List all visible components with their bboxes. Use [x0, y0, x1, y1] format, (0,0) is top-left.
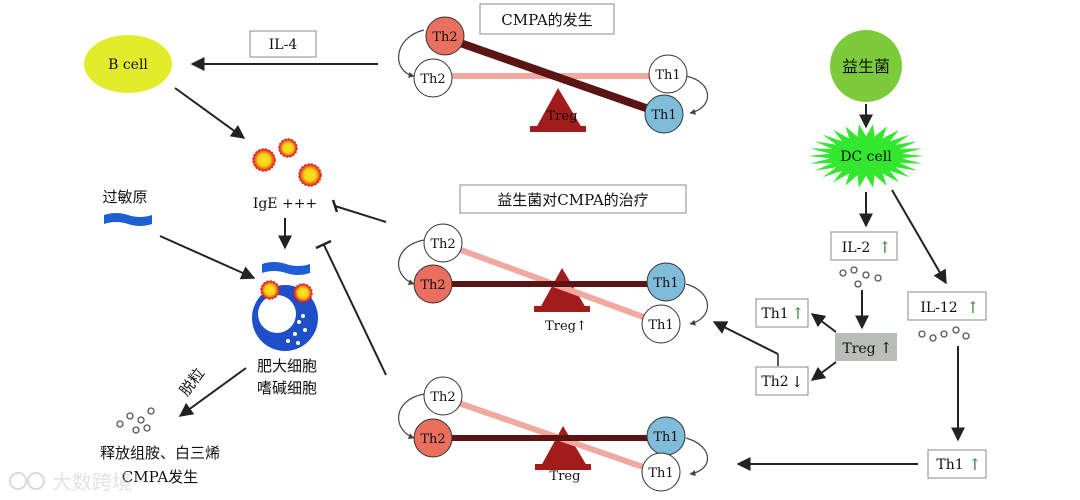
th1-node-bottom-b	[641, 452, 681, 492]
svg-text:Th2: Th2	[420, 432, 445, 447]
svg-text:Th2: Th2	[430, 390, 455, 405]
treg-label-top: Treg	[547, 109, 578, 124]
mast-cell-label: 肥大细胞	[257, 357, 317, 375]
il4-box	[249, 30, 317, 58]
arrow-bcell-to-ige	[174, 87, 246, 139]
th2-node-top-b	[413, 58, 453, 98]
th2-down-arrow: ↓	[791, 373, 804, 391]
th2-down-box	[755, 366, 809, 396]
th2-node-middle-a	[423, 223, 463, 263]
granules	[116, 407, 155, 434]
svg-text:Th1: Th1	[648, 466, 673, 481]
th1-bottom-label: Th1	[936, 457, 963, 473]
th1-up-arrow: ↑	[791, 304, 804, 323]
fulcrum-bottom	[541, 426, 587, 466]
inhibit-middle	[334, 205, 387, 223]
cycle-arrow-top-left	[398, 29, 425, 78]
treg-box	[835, 333, 897, 361]
b-cell-node	[84, 35, 172, 93]
arrow-treg-to-th1	[810, 313, 837, 333]
title-top-box	[479, 3, 615, 35]
arrow-treg-to-th2	[810, 361, 837, 381]
treg-label-bottom: Treg	[550, 469, 581, 484]
th2-down-label: Th2	[761, 374, 788, 390]
il4-label: IL-4	[269, 37, 298, 53]
probiotics-node	[830, 30, 902, 102]
svg-text:Th1: Th1	[653, 430, 678, 445]
watermark: 大数跨境	[9, 470, 132, 494]
th1-node-middle-a	[646, 262, 686, 302]
arrow-degranulation	[178, 367, 247, 417]
ige-label: IgE +++	[253, 196, 317, 212]
th2-node-bottom-b	[413, 418, 453, 458]
svg-text:Th1: Th1	[651, 108, 676, 123]
beam-light-bottom	[449, 397, 647, 471]
b-cell-label: B cell	[108, 57, 148, 73]
cycle-arrow-top-right	[685, 75, 709, 115]
svg-text:Th1: Th1	[648, 318, 673, 333]
basophil-label: 嗜碱细胞	[257, 379, 317, 397]
beam-dark-top	[444, 34, 662, 117]
svg-text:Th2: Th2	[430, 237, 455, 252]
watermark-text: 大数跨境	[52, 470, 132, 494]
allergen-shape	[104, 213, 152, 226]
degranulation-label: 脱粒	[176, 365, 208, 400]
th1-up-box	[755, 298, 809, 328]
arrow-dc-to-il12	[891, 189, 947, 285]
th1-node-top-a	[648, 54, 688, 94]
title-top: CMPA的发生	[501, 11, 592, 29]
treg-box-label: Treg	[842, 341, 875, 357]
mast-cell	[252, 262, 318, 351]
il2-label: IL-2	[842, 240, 870, 256]
treg-label-middle: Treg↑	[545, 319, 587, 334]
th2-node-top-a	[425, 16, 465, 56]
dc-cell-label: DC cell	[840, 149, 892, 165]
il12-label: IL-12	[920, 300, 957, 316]
svg-text:Th2: Th2	[420, 72, 445, 87]
svg-text:Th1: Th1	[655, 68, 680, 83]
th1-node-top-b	[644, 94, 684, 134]
th1-up-label: Th1	[761, 306, 788, 322]
release-label: 释放组胺、白三烯	[100, 444, 220, 462]
dc-cell-node	[808, 124, 924, 188]
inhibit-bottom	[323, 244, 387, 376]
allergen-label: 过敏原	[102, 188, 147, 206]
il12-box	[907, 291, 987, 321]
th1-bottom-box	[927, 449, 987, 479]
arrow-allergen-to-mast	[159, 235, 256, 280]
svg-text:Th1: Th1	[653, 276, 678, 291]
cmpa-onset-label: CMPA发生	[122, 468, 198, 486]
il2-box	[830, 231, 898, 261]
il12-up-arrow: ↑	[966, 298, 979, 317]
svg-text:Th2: Th2	[432, 30, 457, 45]
th1-node-middle-b	[641, 304, 681, 344]
ige-cluster	[252, 138, 322, 187]
title-middle-box	[459, 184, 687, 214]
seesaw-top: CMPA的发生 Treg Th2 Th2 Th1 Th1	[398, 3, 709, 134]
seesaw-middle: 益生菌对CMPA的治疗 Treg↑ Th2 Th2 Th1 Th1	[398, 184, 709, 344]
th1-bottom-up-arrow: ↑	[968, 455, 981, 474]
il2-granules	[839, 266, 882, 288]
il2-up-arrow: ↑	[878, 238, 891, 257]
th2-node-bottom-a	[423, 376, 463, 416]
fulcrum-top	[536, 88, 582, 128]
seesaw-bottom: Treg Th2 Th2 Th1 Th1	[398, 376, 709, 492]
treg-up-arrow: ↑	[880, 339, 893, 357]
il12-granules	[918, 326, 970, 342]
arrow-to-middle-seesaw	[712, 321, 779, 355]
svg-text:Th2: Th2	[420, 278, 445, 293]
title-middle: 益生菌对CMPA的治疗	[497, 191, 648, 209]
probiotics-label: 益生菌	[842, 57, 890, 76]
th2-node-middle-b	[413, 264, 453, 304]
